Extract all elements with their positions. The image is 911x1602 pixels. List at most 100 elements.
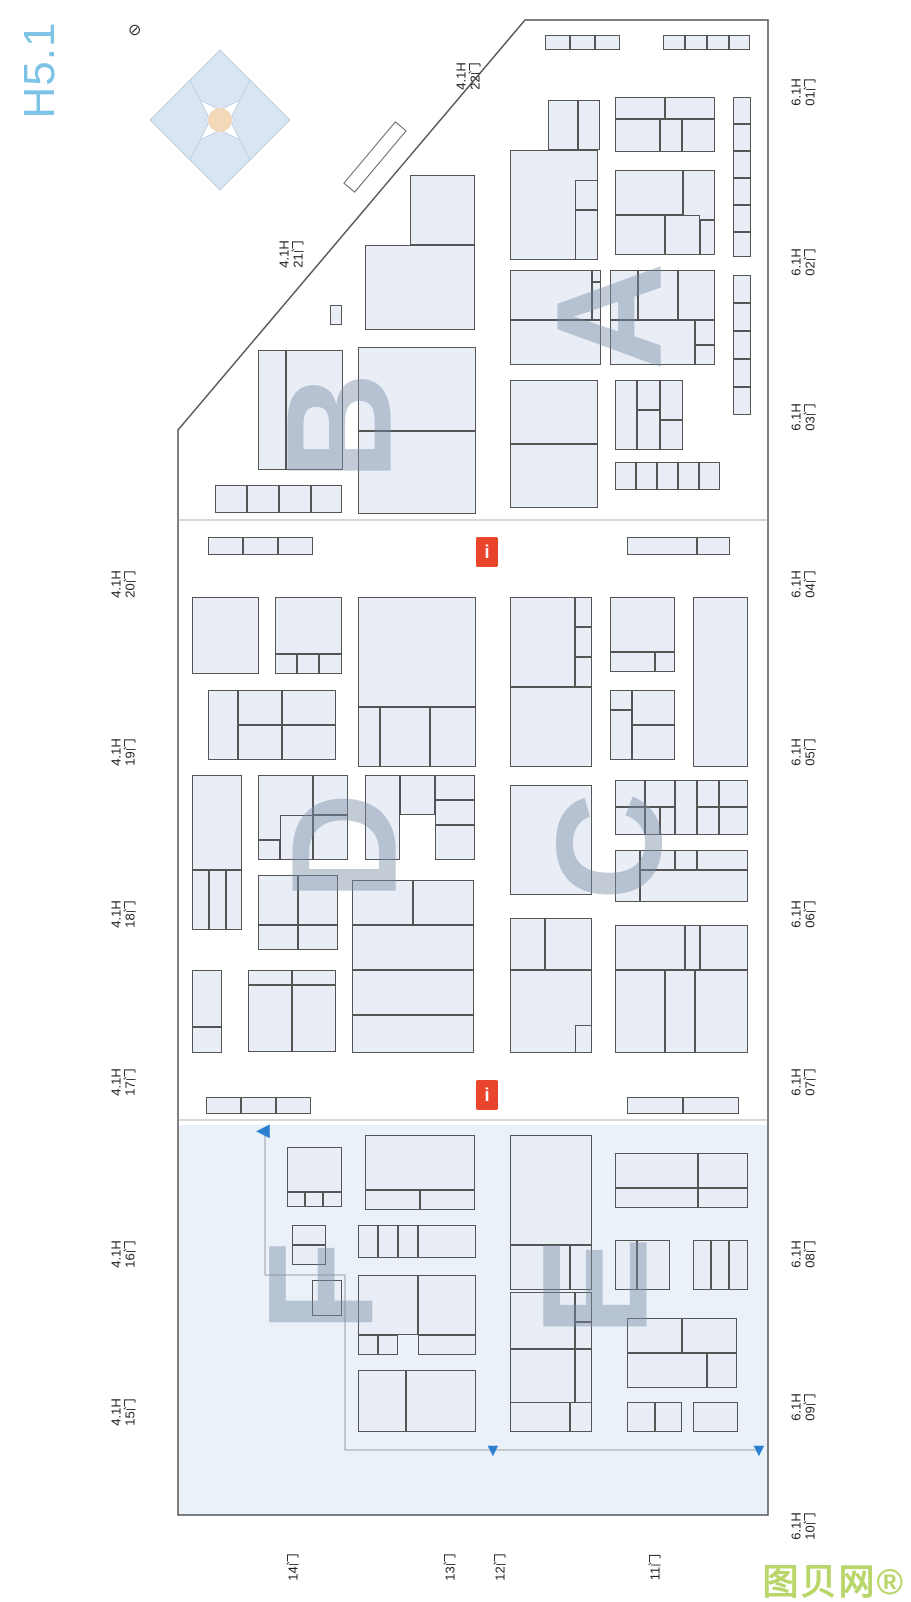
booth[interactable] xyxy=(678,462,699,490)
info-point-icon[interactable]: i xyxy=(476,537,498,567)
booth[interactable] xyxy=(292,1225,326,1245)
booth[interactable] xyxy=(312,1280,342,1316)
booth[interactable] xyxy=(637,410,660,450)
booth[interactable] xyxy=(406,1370,476,1432)
booth[interactable] xyxy=(719,780,748,807)
booth[interactable] xyxy=(640,850,675,870)
booth[interactable] xyxy=(595,35,620,50)
booth[interactable] xyxy=(365,245,475,330)
booth[interactable] xyxy=(215,485,247,513)
booth[interactable] xyxy=(657,462,678,490)
booth[interactable] xyxy=(510,1245,570,1290)
booth[interactable] xyxy=(510,1349,575,1407)
booth[interactable] xyxy=(615,97,665,119)
booth[interactable] xyxy=(258,350,286,470)
booth[interactable] xyxy=(510,597,575,687)
booth[interactable] xyxy=(570,1402,592,1432)
door-bottom-entrance[interactable]: 12门 xyxy=(492,1553,508,1581)
booth[interactable] xyxy=(297,654,319,674)
booth[interactable] xyxy=(637,1240,670,1290)
booth[interactable] xyxy=(358,1335,378,1355)
booth[interactable] xyxy=(279,485,311,513)
booth[interactable] xyxy=(615,1188,698,1208)
booth[interactable] xyxy=(575,1322,592,1349)
booth[interactable] xyxy=(241,1097,276,1114)
booth[interactable] xyxy=(615,119,660,152)
booth[interactable] xyxy=(627,537,697,555)
booth[interactable] xyxy=(570,35,595,50)
booth[interactable] xyxy=(695,345,715,365)
booth[interactable] xyxy=(615,462,636,490)
booth[interactable] xyxy=(627,1097,683,1114)
booth[interactable] xyxy=(510,918,545,970)
booth[interactable] xyxy=(208,537,243,555)
info-point-icon[interactable]: i xyxy=(476,1080,498,1110)
booth[interactable] xyxy=(695,970,748,1053)
booth[interactable] xyxy=(660,807,675,835)
booth[interactable] xyxy=(545,918,592,970)
booth[interactable] xyxy=(683,170,715,220)
booth[interactable] xyxy=(420,1190,475,1210)
booth[interactable] xyxy=(627,1353,707,1388)
booth[interactable] xyxy=(637,380,660,410)
booth[interactable] xyxy=(365,1190,420,1210)
booth[interactable] xyxy=(208,690,238,760)
booth[interactable] xyxy=(280,815,313,860)
booth[interactable] xyxy=(575,1292,592,1322)
booth[interactable] xyxy=(665,97,715,119)
booth[interactable] xyxy=(615,925,685,970)
booth[interactable] xyxy=(729,35,750,50)
booth[interactable] xyxy=(352,880,413,925)
booth[interactable] xyxy=(192,870,209,930)
booth[interactable] xyxy=(435,825,475,860)
booth[interactable] xyxy=(700,220,715,255)
booth[interactable] xyxy=(238,690,282,725)
booth[interactable] xyxy=(323,1192,342,1207)
booth[interactable] xyxy=(192,970,222,1027)
booth[interactable] xyxy=(311,485,342,513)
booth[interactable] xyxy=(733,303,751,331)
booth[interactable] xyxy=(660,380,683,420)
booth[interactable] xyxy=(248,985,292,1052)
booth[interactable] xyxy=(733,359,751,387)
booth[interactable] xyxy=(292,985,336,1052)
booth[interactable] xyxy=(695,320,715,345)
booth[interactable] xyxy=(358,1370,406,1432)
booth[interactable] xyxy=(305,1192,323,1207)
booth[interactable] xyxy=(258,925,298,950)
booth[interactable] xyxy=(655,652,675,672)
booth[interactable] xyxy=(287,1147,342,1192)
booth[interactable] xyxy=(697,850,748,870)
booth[interactable] xyxy=(700,925,748,970)
booth[interactable] xyxy=(258,840,280,860)
booth[interactable] xyxy=(610,320,695,365)
booth[interactable] xyxy=(282,725,336,760)
booth[interactable] xyxy=(675,780,697,835)
booth[interactable] xyxy=(682,1318,737,1353)
booth[interactable] xyxy=(733,97,751,124)
booth[interactable] xyxy=(575,180,598,210)
booth[interactable] xyxy=(378,1335,398,1355)
booth[interactable] xyxy=(610,270,638,320)
booth[interactable] xyxy=(610,652,655,672)
booth[interactable] xyxy=(226,870,242,930)
booth[interactable] xyxy=(510,687,592,767)
booth[interactable] xyxy=(292,970,336,985)
booth[interactable] xyxy=(707,1353,737,1388)
booth[interactable] xyxy=(282,690,336,725)
booth[interactable] xyxy=(358,347,476,431)
booth[interactable] xyxy=(685,925,700,970)
booth[interactable] xyxy=(675,850,697,870)
booth[interactable] xyxy=(358,1225,378,1258)
booth[interactable] xyxy=(435,800,475,825)
booth[interactable] xyxy=(418,1335,476,1355)
booth[interactable] xyxy=(729,1240,748,1290)
